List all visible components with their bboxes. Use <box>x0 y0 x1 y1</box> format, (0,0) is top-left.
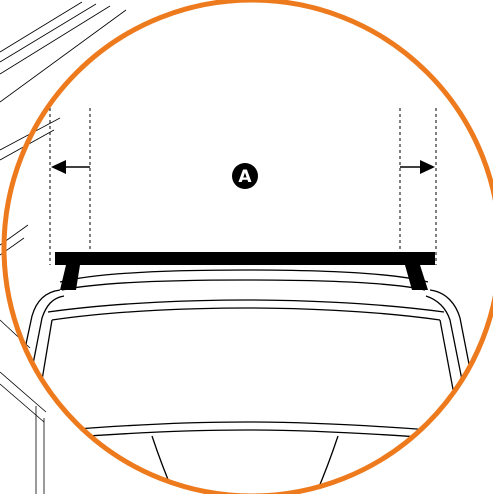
dimension-extension-lines <box>49 108 437 265</box>
dimension-arrow-right-icon <box>400 160 435 174</box>
roof-rack-crossbar <box>55 252 435 265</box>
dimension-arrow-left-icon <box>51 160 90 174</box>
door-lock-icon <box>94 471 105 486</box>
magnified-view: A <box>4 108 487 494</box>
vehicle-roof-outline <box>4 269 487 494</box>
roof-rack-foot-right <box>405 265 428 290</box>
callout-badge-label: A <box>238 167 252 187</box>
roof-rack-foot-left <box>60 265 80 290</box>
callout-badge: A <box>232 163 258 189</box>
vehicle-roof-edge-lines <box>0 1 127 256</box>
